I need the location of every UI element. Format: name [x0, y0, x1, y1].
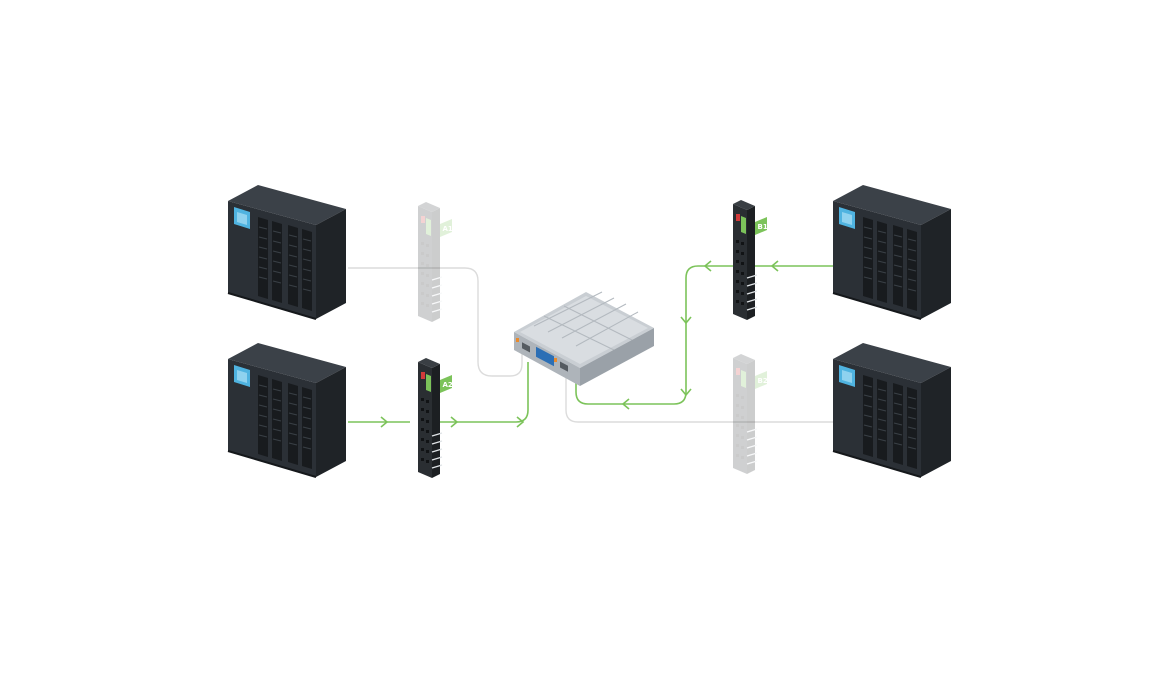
- pdu-label: A2: [443, 381, 453, 389]
- ups-cabinet-icon: [832, 184, 952, 320]
- pdu-strip-icon: [417, 201, 443, 323]
- ups-cabinet-bottom-left: [227, 342, 347, 478]
- ups-cabinet-top-left: [227, 184, 347, 320]
- pdu-label: B1: [758, 223, 768, 231]
- ups-cabinet-icon: [832, 342, 952, 478]
- ups-cabinet-icon: [227, 184, 347, 320]
- link-pdu-b1-to-server: [575, 265, 735, 405]
- pdu-b2: B2: [732, 353, 768, 475]
- pdu-label: A1: [443, 225, 453, 233]
- link-ups-top-left-to-pdu-a1: [348, 267, 523, 377]
- ups-cabinet-top-right: [832, 184, 952, 320]
- pdu-b1: B1: [732, 199, 768, 321]
- dual-corded-server: [513, 291, 655, 387]
- pdu-strip-icon: [732, 353, 758, 475]
- links-layer: [348, 260, 833, 428]
- link-pdu-a2-to-server: [430, 362, 529, 423]
- server-chassis-icon: [513, 291, 655, 387]
- ups-cabinet-icon: [227, 342, 347, 478]
- pdu-strip-icon: [417, 357, 443, 479]
- link-ups-bottom-right-to-pdu-b2: [565, 370, 833, 423]
- ups-cabinet-bottom-right: [832, 342, 952, 478]
- pdu-a2: A2: [417, 357, 453, 479]
- pdu-a1: A1: [417, 201, 453, 323]
- pdu-strip-icon: [732, 199, 758, 321]
- pdu-label: B2: [758, 377, 768, 385]
